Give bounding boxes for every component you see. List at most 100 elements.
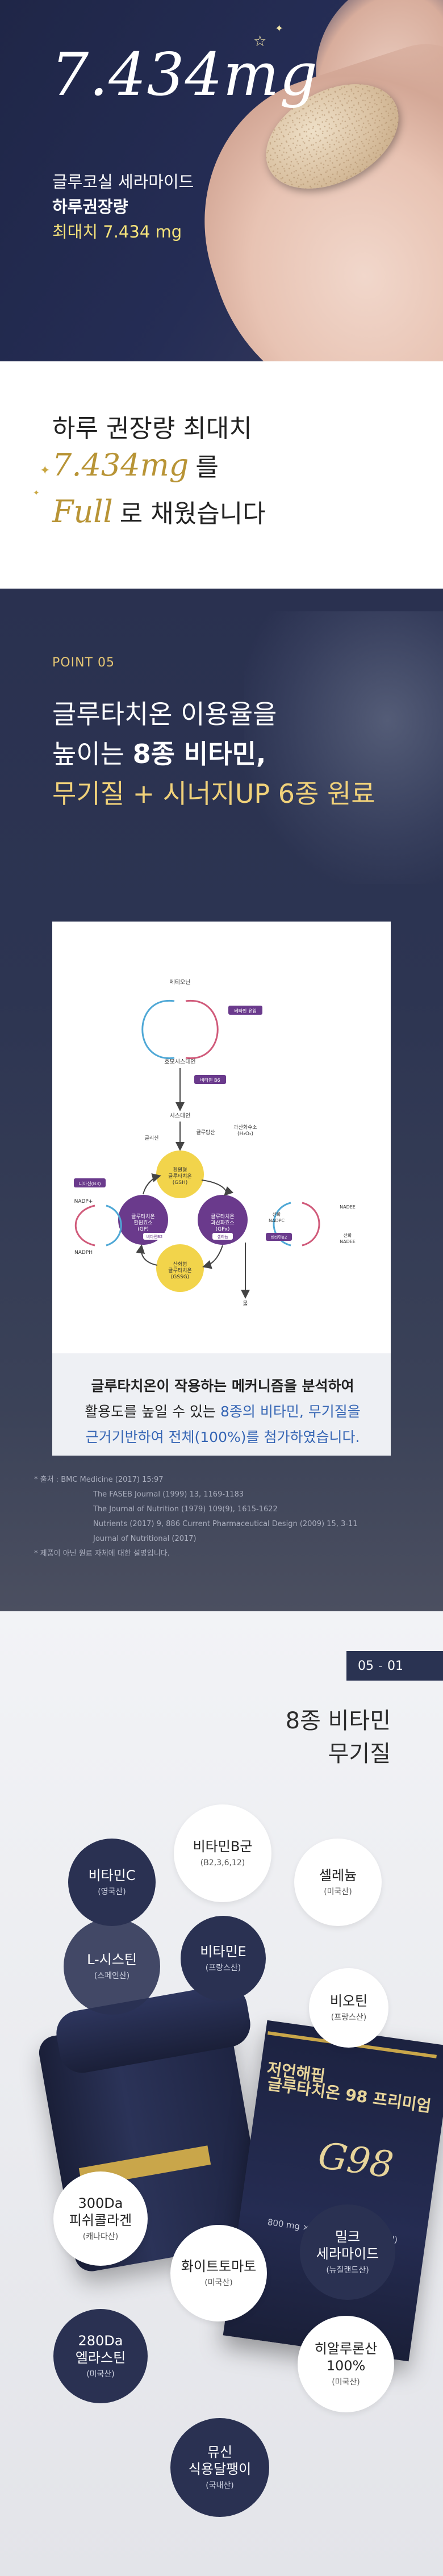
section-tag: 05-01	[346, 1651, 443, 1681]
bubble-biotin: 비오틴 (프랑스산)	[309, 1968, 388, 2048]
product-box	[223, 2020, 443, 2362]
bubble-vitamin-e: 비타민E (프랑스산)	[181, 1916, 266, 2001]
vitamins-section: 05-01 8종 비타민 무기질 저언해핍 글루타치온 98 프리미엄 G98 …	[0, 1611, 443, 2576]
bubble-name: 밀크 세라마이드	[316, 2229, 379, 2262]
headline-amount: 7.434mg	[52, 447, 189, 483]
caption-band	[52, 1353, 391, 1456]
bubble-white-tomato: 화이트토마토 (미국산)	[170, 2225, 267, 2321]
bubble-origin: (미국산)	[324, 1887, 352, 1896]
mechanism-card: 메티오닌 베타인 유입 호모시스테인 비타민 B6 시스테인 글리신 글루탐산 …	[52, 922, 391, 1456]
label-glycine: 글리신	[145, 1135, 159, 1141]
headline-line-3: Full 로 채웠습니다	[52, 493, 266, 530]
source-line: Nutrients (2017) 9, 886 Current Pharmace…	[93, 1520, 358, 1528]
bubble-name: 280Da 엘라스틴	[75, 2333, 126, 2366]
caption-line-3: 근거기반하여 전체(100%)를 첨가하였습니다.	[85, 1429, 360, 1445]
bubble-elastin: 280Da 엘라스틴 (미국산)	[53, 2309, 148, 2403]
bubble-origin: (프랑스산)	[205, 1964, 241, 1973]
bubble-origin: (캐나다산)	[82, 2232, 119, 2241]
bubble-name: L-시스틴	[87, 1952, 137, 1968]
label-water: 물	[243, 1300, 248, 1307]
bubble-l-cystine: L-시스틴 (스페인산)	[64, 1918, 160, 2015]
bubble-origin: (미국산)	[86, 2370, 115, 2379]
bubble-selenium: 셀레늄 (미국산)	[294, 1839, 382, 1926]
point-line-2a: 높이는	[52, 739, 133, 769]
lab-background	[244, 611, 443, 884]
headline-full: Full	[52, 494, 113, 530]
vitamins-title-1: 8종 비타민	[285, 1708, 391, 1734]
bubble-name: 셀레늄	[319, 1868, 357, 1883]
caption-line-2b: 8종의 비타민, 무기질을	[220, 1403, 361, 1420]
caption-line-2a: 활용도를 높일 수 있는	[85, 1403, 221, 1420]
caption-line-1: 글루타치온이 작용하는 메커니즘을 분석하여	[91, 1378, 354, 1394]
node-gssg	[156, 1244, 204, 1292]
label-niacin: 니아신(B3)	[79, 1181, 101, 1186]
label-cysteine: 시스테인	[170, 1112, 191, 1119]
hero-line-1: 글루코실 세라마이드	[52, 172, 194, 191]
bubble-origin: (미국산)	[332, 2378, 360, 2387]
star-icon: ✦	[33, 489, 40, 498]
bubble-name: 비오틴	[329, 1993, 368, 2009]
point-label: POINT 05	[52, 656, 115, 670]
headline-line-2: 7.434mg 를	[52, 447, 219, 483]
point-section: POINT 05 글루타치온 이용율을 높이는 8종 비타민, 무기질 + 시너…	[0, 589, 443, 1611]
label-nadp: NADP+	[74, 1199, 93, 1204]
label-b2: 비타민B2	[147, 1234, 163, 1239]
bubble-origin: (스페인산)	[94, 1971, 130, 1981]
label-glutamate: 글루탐산	[196, 1129, 215, 1136]
bubble-origin: (B2,3,6,12)	[200, 1858, 245, 1868]
source-line: * 출처 : BMC Medicine (2017) 15:97	[34, 1475, 164, 1484]
label-right-b: NADEE	[340, 1204, 356, 1210]
bubble-origin: (뉴질랜드산)	[326, 2266, 369, 2275]
node-gsh	[156, 1151, 204, 1198]
label-h2o2: 과산화수소(H₂O₂)	[233, 1124, 257, 1137]
label-right-vit: 비타민B2	[271, 1235, 287, 1240]
mechanism-caption: 글루타치온이 작용하는 메커니즘을 분석하여 활용도를 높일 수 있는 8종의 …	[75, 1373, 370, 1450]
bubble-origin: (영국산)	[98, 1887, 126, 1896]
bubble-fish-collagen: 300Da 피쉬콜라겐 (캐나다산)	[53, 2171, 148, 2266]
headline-line-1: 하루 권장량 최대치	[52, 414, 252, 443]
tag-number: 05	[358, 1658, 374, 1673]
source-line: The Journal of Nutrition (1979) 109(9), …	[93, 1505, 278, 1514]
source-line: Journal of Nutritional (2017)	[93, 1535, 197, 1543]
bubble-name: 뮤신 식용달팽이	[188, 2444, 252, 2477]
point-line-1: 글루타치온 이용율을	[52, 699, 277, 730]
label-homocysteine: 호모시스테인	[164, 1058, 195, 1065]
label-selenium: 셀레늄	[217, 1234, 228, 1239]
bubble-vitamin-b: 비타민B군 (B2,3,6,12)	[174, 1804, 271, 1902]
star-icon: ✦	[40, 464, 51, 478]
node-gpx	[198, 1195, 248, 1245]
bubble-origin: (미국산)	[204, 2278, 233, 2287]
bubble-milk-ceramide: 밀크 세라마이드 (뉴질랜드산)	[300, 2204, 395, 2300]
vitamins-title-2: 무기질	[328, 1741, 391, 1767]
bubble-name: 비타민B군	[193, 1839, 253, 1854]
bubble-origin: (프랑스산)	[331, 2013, 367, 2022]
bubble-hyaluronic: 히알루론산 100% (미국산)	[298, 2316, 394, 2412]
headline-line-3-rest: 로 채웠습니다	[119, 499, 266, 528]
bubble-vitamin-c: 비타민C (영국산)	[68, 1839, 156, 1926]
label-nadph: NADPH	[74, 1250, 93, 1256]
sources: * 출처 : BMC Medicine (2017) 15:97 The FAS…	[34, 1473, 358, 1561]
label-vit-b6: 비타민 B6	[200, 1077, 220, 1083]
point-line-2: 높이는 8종 비타민,	[52, 734, 266, 774]
bubble-origin: (국내산)	[206, 2481, 234, 2490]
hero-line-2: 하루권장량	[52, 197, 128, 216]
node-gp	[118, 1195, 168, 1245]
bubble-name: 비타민C	[88, 1868, 136, 1883]
label-betaine: 베타인 유입	[234, 1008, 256, 1014]
bubble-name: 비타민E	[200, 1944, 246, 1960]
mechanism-diagram: 메티오닌 베타인 유입 호모시스테인 비타민 B6 시스테인 글리신 글루탐산 …	[74, 979, 356, 1307]
hero-section: 7.434mg ☆ ✦ 글루코실 세라마이드 하루권장량 최대치 7.434 m…	[0, 0, 443, 361]
star-icon: ✦	[275, 23, 284, 35]
headline-section: 하루 권장량 최대치 7.434mg 를 Full 로 채웠습니다 ✦ ✦	[0, 361, 443, 589]
bubble-name: 화이트토마토	[181, 2258, 257, 2274]
source-note: * 제품이 아닌 원료 자체에 대한 설명입니다.	[34, 1549, 170, 1558]
label-methionine: 메티오닌	[170, 979, 191, 986]
point-line-2b: 8종 비타민,	[132, 739, 266, 769]
hero-line-3: 최대치 7.434 mg	[52, 222, 182, 241]
